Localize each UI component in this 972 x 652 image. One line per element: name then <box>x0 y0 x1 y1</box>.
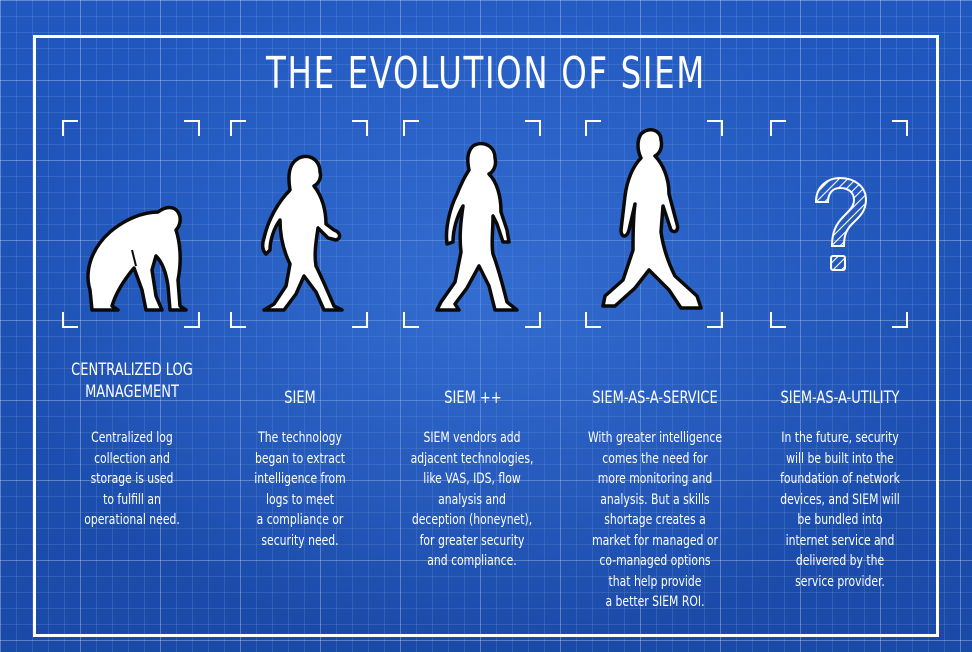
frame-corner-mark <box>525 312 541 328</box>
frame-corner-mark <box>403 312 419 328</box>
description-line: collection and <box>94 450 170 467</box>
stage-title-3: SIEM ++ <box>414 387 533 409</box>
frame-corner-mark <box>892 312 908 328</box>
stage-title-line: SIEM ++ <box>444 388 502 408</box>
page-title: THE EVOLUTION OF SIEM <box>266 48 706 99</box>
description-line: be bundled into <box>797 512 883 528</box>
frame-corner-mark <box>230 312 246 328</box>
description-line: began to extract <box>254 450 346 467</box>
stage-description-5: In the future, security will be built in… <box>758 428 921 592</box>
stage-title-line: SIEM <box>284 388 316 408</box>
description-line: for greater security <box>419 532 525 549</box>
frame-corner-mark <box>707 120 723 136</box>
stage-panel-1 <box>62 120 200 328</box>
stage-title-2: SIEM <box>241 387 360 409</box>
stage-panel-4 <box>585 120 723 328</box>
frame-corner-mark <box>770 312 786 328</box>
description-line: storage is used <box>90 471 174 487</box>
description-line: that help provide <box>608 573 702 590</box>
description-line: With greater intelligence <box>587 430 723 446</box>
stage-description-2: The technology began to extract intellig… <box>231 428 369 551</box>
description-line: to fulfill an <box>103 491 161 508</box>
description-line: a better SIEM ROI. <box>605 594 705 610</box>
description-line: comes the need for <box>602 450 708 467</box>
frame-corner-mark <box>184 312 200 328</box>
stage-title-5: SIEM-AS-A-UTILITY <box>768 387 913 409</box>
description-line: security need. <box>261 532 339 549</box>
description-line: logs to meet <box>265 491 335 508</box>
description-line: intelligence from <box>254 471 346 487</box>
description-line: foundation of network <box>780 471 900 487</box>
description-line: market for managed or <box>592 532 718 549</box>
description-line: analysis. But a skills <box>600 491 710 508</box>
frame-corner-mark <box>184 120 200 136</box>
description-line: more monitoring and <box>597 471 713 487</box>
frame-corner-mark <box>892 120 908 136</box>
frame-corner-mark <box>707 312 723 328</box>
description-line: will be built into the <box>786 450 894 467</box>
stage-description-3: SIEM vendors add adjacent technologies, … <box>395 428 550 572</box>
frame-corner-mark <box>352 120 368 136</box>
stage-title-line: SIEM-AS-A-UTILITY <box>780 388 900 408</box>
stage-panel-2 <box>230 120 368 328</box>
description-line: analysis and <box>438 491 506 508</box>
description-line: In the future, security <box>781 430 899 446</box>
description-line: operational need. <box>84 512 180 528</box>
description-line: and compliance. <box>427 553 517 569</box>
human-silhouette-icon <box>585 120 723 328</box>
blueprint-frame <box>33 35 939 637</box>
stage-title-line: CENTRALIZED LOG <box>71 360 193 380</box>
stage-description-1: Centralized log collection and storage i… <box>63 428 201 531</box>
upright-hominid-silhouette-icon <box>403 120 541 328</box>
frame-corner-mark <box>525 120 541 136</box>
description-line: shortage creates a <box>604 512 706 528</box>
frame-corner-mark <box>770 120 786 136</box>
description-line: delivered by the <box>795 553 885 569</box>
ape-silhouette-icon <box>62 120 200 328</box>
early-hominid-silhouette-icon <box>230 120 368 328</box>
description-line: devices, and SIEM will <box>780 491 900 508</box>
frame-corner-mark <box>230 120 246 136</box>
description-line: internet service and <box>785 532 895 549</box>
stage-title-4: SIEM-AS-A-SERVICE <box>583 387 728 409</box>
stage-panel-5 <box>770 120 908 328</box>
stage-title-line: MANAGEMENT <box>85 382 179 402</box>
description-line: a compliance or <box>256 512 344 528</box>
stage-description-4: With greater intelligence comes the need… <box>573 428 736 613</box>
description-line: SIEM vendors add <box>423 430 521 446</box>
frame-corner-mark <box>352 312 368 328</box>
frame-corner-mark <box>585 312 601 328</box>
description-line: service provider. <box>795 573 885 590</box>
description-line: The technology <box>258 430 342 446</box>
description-line: Centralized log <box>91 430 173 446</box>
stage-panel-3 <box>403 120 541 328</box>
description-line: adjacent technologies, <box>410 450 534 467</box>
frame-corner-mark <box>62 312 78 328</box>
stage-title-line: SIEM-AS-A-SERVICE <box>592 388 718 408</box>
question-mark-icon <box>770 120 908 328</box>
stage-title-1: CENTRALIZED LOG MANAGEMENT <box>64 359 200 403</box>
frame-corner-mark <box>585 120 601 136</box>
frame-corner-mark <box>62 120 78 136</box>
frame-corner-mark <box>403 120 419 136</box>
description-line: deception (honeynet), <box>411 512 533 528</box>
description-line: co-managed options <box>599 553 711 569</box>
description-line: like VAS, IDS, flow <box>423 471 521 487</box>
